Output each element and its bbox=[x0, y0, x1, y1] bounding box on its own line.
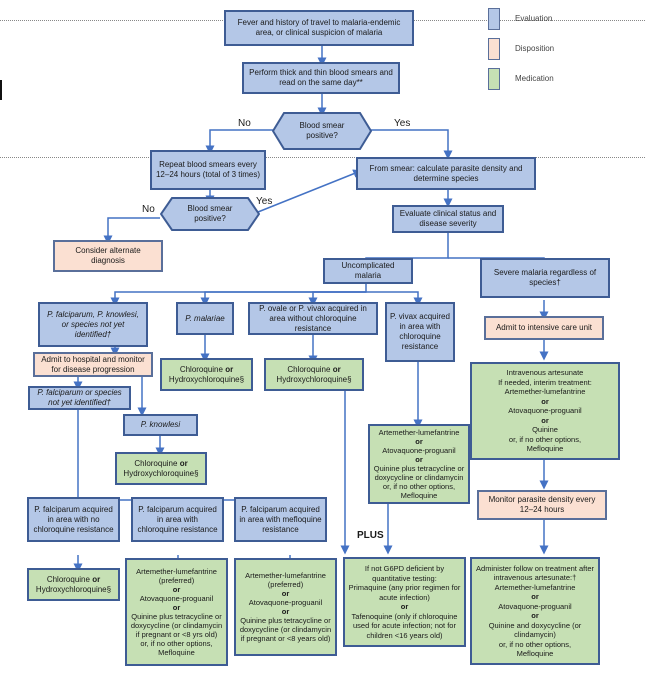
node-p-knowlesi: P. knowlesi bbox=[123, 414, 198, 436]
med-cq-line: Chloroquine or bbox=[134, 458, 188, 468]
med-line: If not G6PD deficient by quantitative te… bbox=[364, 564, 445, 583]
med-hcq-line: Hydroxychloroquine§ bbox=[123, 468, 199, 478]
label-yes-1: Yes bbox=[394, 118, 411, 129]
or-text: or bbox=[541, 396, 549, 406]
med-line: Atovaquone-proguanil bbox=[382, 446, 456, 455]
med-line: Artemether-lumefantrine (preferred) bbox=[245, 571, 326, 589]
node-uncomplicated: Uncomplicated malaria bbox=[323, 258, 413, 284]
node-pf-cq: P. falciparum acquired in area with chlo… bbox=[131, 497, 224, 542]
legend-label-medication: Medication bbox=[515, 74, 554, 83]
node-pf-pk: P. falciparum, P. knowlesi, or species n… bbox=[38, 302, 148, 347]
node-pv-resistant: P. vivax acquired in area with chloroqui… bbox=[385, 302, 455, 362]
node-severe: Severe malaria regardless of species† bbox=[480, 258, 610, 298]
or-text: or bbox=[415, 455, 423, 464]
decision-2: Blood smear positive? bbox=[187, 204, 233, 223]
med-pv-resistant-tx: Artemether-lumefantrine or Atovaquone-pr… bbox=[368, 424, 470, 504]
legend-label-evaluation: Evaluation bbox=[515, 14, 553, 23]
med-g6pd: If not G6PD deficient by quantitative te… bbox=[343, 557, 466, 647]
med-line: or, if no other options, bbox=[140, 639, 213, 648]
med-hcq-line: Hydroxychloroquine§ bbox=[168, 374, 245, 384]
med-line: Artemether-lumefantrine bbox=[494, 582, 576, 592]
med-line: Atovaquone-proguanil bbox=[498, 601, 572, 611]
node-icu: Admit to intensive care unit bbox=[484, 316, 604, 340]
decision-1: Blood smear positive? bbox=[299, 121, 345, 140]
med-line: Mefloquine bbox=[158, 648, 195, 657]
node-admit-hospital: Admit to hospital and monitor for diseas… bbox=[33, 352, 153, 377]
med-line: Quinine and doxycycline (or clindamycin) bbox=[488, 620, 582, 640]
med-line: Quinine plus tetracycline or doxycycline… bbox=[373, 464, 465, 482]
node-monitor: Monitor parasite density every 12–24 hou… bbox=[477, 490, 607, 520]
or-text: or bbox=[172, 585, 181, 594]
or-text: or bbox=[281, 607, 290, 616]
med-hcq-line: Hydroxychloroquine§ bbox=[35, 584, 112, 594]
node-pf-mq: P. falciparum acquired in area with mefl… bbox=[234, 497, 327, 542]
med-line: If needed, interim treatment: bbox=[498, 377, 592, 387]
label-plus: PLUS bbox=[357, 530, 384, 541]
node-alternate-diagnosis: Consider alternate diagnosis bbox=[53, 240, 163, 272]
med-line: or, if no other options, bbox=[498, 639, 572, 649]
med-iv-artesunate: Intravenous artesunate If needed, interi… bbox=[470, 362, 620, 460]
node-pf-not-identified: P. falciparum or species not yet identif… bbox=[28, 386, 131, 410]
med-line: Atovaquone-proguanil bbox=[248, 598, 323, 607]
med-pf-mq-tx: Artemether-lumefantrine (preferred) or A… bbox=[234, 558, 337, 656]
decision-1-shape bbox=[272, 112, 372, 150]
med-line: or, if no other options, bbox=[382, 482, 456, 491]
node-repeat: Repeat blood smears every 12–24 hours (t… bbox=[150, 150, 266, 190]
node-smears: Perform thick and thin blood smears and … bbox=[242, 62, 400, 94]
med-line: Quinine plus tetracycline or doxycycline… bbox=[130, 612, 223, 639]
med-line: Mefloquine bbox=[400, 491, 438, 500]
edge-marker bbox=[0, 80, 2, 100]
or-text: or bbox=[400, 602, 409, 611]
med-line: Artemether-lumefantrine (preferred) bbox=[136, 567, 217, 585]
med-followon: Administer follow on treatment after int… bbox=[470, 557, 600, 665]
med-cq-malariae: Chloroquine or Hydroxychloroquine§ bbox=[160, 358, 253, 391]
med-line: Atovaquone-proguanil bbox=[508, 406, 582, 416]
label-yes-2: Yes bbox=[256, 196, 273, 207]
decision-2-shape bbox=[160, 197, 260, 231]
med-cq-pf: Chloroquine or Hydroxychloroquine§ bbox=[27, 568, 120, 601]
med-cq-line: Chloroquine or bbox=[287, 364, 341, 374]
node-pf-no-cq: P. falciparum acquired in area with no c… bbox=[27, 497, 120, 542]
node-po-pv: P. ovale or P. vivax acquired in area wi… bbox=[248, 302, 378, 335]
med-line: Artemether-lumefantrine bbox=[378, 428, 460, 437]
med-line: Mefloquine bbox=[526, 444, 564, 454]
med-line: Atovaquone-proguanil bbox=[139, 594, 214, 603]
med-line: Intravenous artesunate bbox=[506, 368, 584, 378]
med-cq-ovale-vivax: Chloroquine or Hydroxychloroquine§ bbox=[264, 358, 364, 391]
node-start: Fever and history of travel to malaria-e… bbox=[224, 10, 414, 46]
med-pf-cq-tx: Artemether-lumefantrine (preferred) or A… bbox=[125, 558, 228, 666]
or-text: or bbox=[415, 437, 423, 446]
legend-label-disposition: Disposition bbox=[515, 44, 555, 53]
node-from-smear: From smear: calculate parasite density a… bbox=[356, 157, 536, 190]
med-cq-line: Chloroquine or bbox=[179, 364, 234, 374]
or-text: or bbox=[531, 592, 539, 601]
med-cq-knowlesi: Chloroquine or Hydroxychloroquine§ bbox=[115, 452, 207, 485]
med-cq-line: Chloroquine or bbox=[46, 574, 101, 584]
med-line: Mefloquine bbox=[516, 649, 554, 658]
legend-swatch-medication bbox=[488, 68, 500, 90]
legend-swatch-evaluation bbox=[488, 8, 500, 30]
or-text: or bbox=[541, 415, 549, 425]
med-hcq-line: Hydroxychloroquine§ bbox=[276, 374, 352, 384]
legend-swatch-disposition bbox=[488, 38, 500, 60]
med-line: Quinine bbox=[532, 425, 558, 435]
node-p-malariae: P. malariae bbox=[176, 302, 234, 335]
med-line: Tafenoquine (only if chloroquine used fo… bbox=[351, 611, 458, 640]
med-line: Primaquine (any prior regimen for acute … bbox=[348, 583, 461, 602]
or-text: or bbox=[281, 589, 290, 598]
med-line: or, if no other options, bbox=[508, 434, 582, 444]
label-no-2: No bbox=[142, 204, 155, 215]
or-text: or bbox=[172, 603, 181, 612]
med-line: Quinine plus tetracycline or doxycycline… bbox=[239, 616, 332, 643]
node-evaluate: Evaluate clinical status and disease sev… bbox=[392, 205, 504, 233]
divider-mid bbox=[0, 157, 645, 158]
med-line: Artemether-lumefantrine bbox=[504, 387, 586, 397]
med-line: Administer follow on treatment after int… bbox=[476, 563, 594, 583]
or-text: or bbox=[531, 611, 539, 620]
label-no-1: No bbox=[238, 118, 251, 129]
